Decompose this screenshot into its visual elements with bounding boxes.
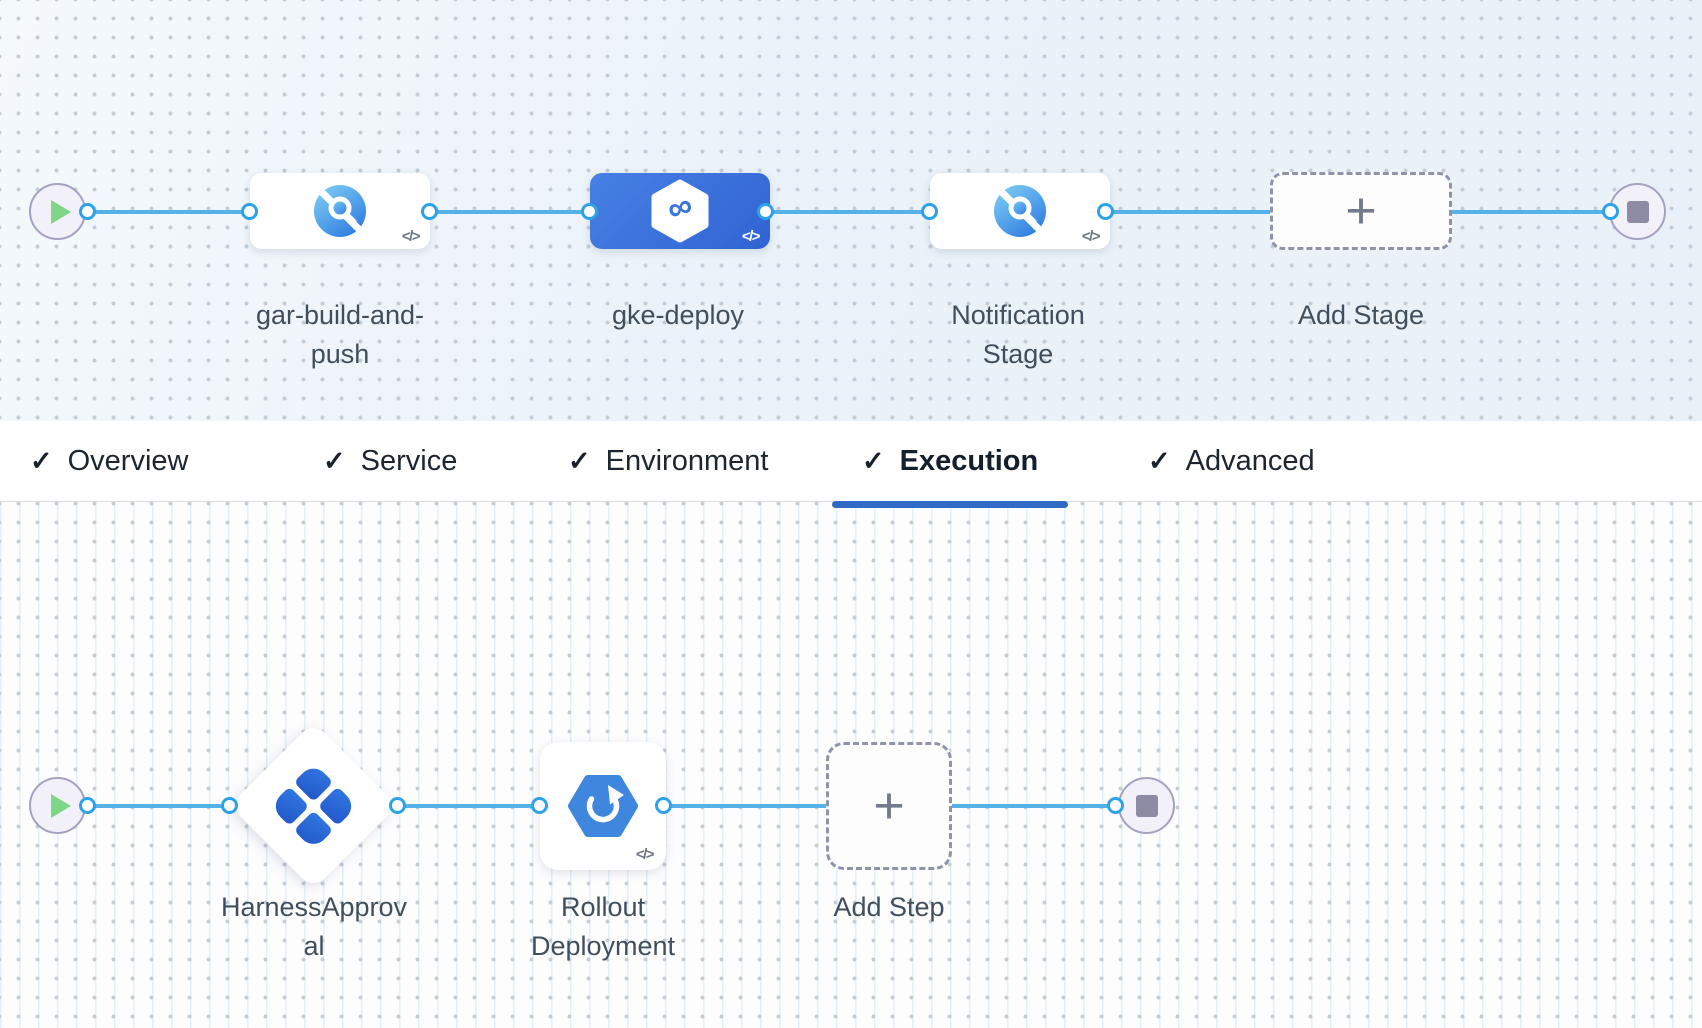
tab-environment[interactable]: ✓ Environment [538, 421, 798, 501]
execution-graph-section: </> + HarnessApproval Rollout Deployment… [0, 502, 1702, 1028]
tab-overview[interactable]: ✓ Overview [0, 421, 218, 501]
connector-port [241, 203, 258, 220]
tab-label: Overview [67, 444, 189, 477]
custom-stage-icon [994, 185, 1046, 237]
check-icon: ✓ [1148, 445, 1171, 476]
code-view-badge: </> [741, 228, 761, 245]
pipeline-start-node [29, 183, 86, 240]
tab-label: Service [360, 444, 458, 477]
code-view-badge: </> [635, 846, 655, 863]
connector-port [1107, 797, 1124, 814]
check-icon: ✓ [323, 445, 346, 476]
execution-start-node [29, 777, 86, 834]
step-harness-approval[interactable] [229, 721, 398, 890]
deploy-stage-icon: ∞ [651, 179, 709, 243]
stage-card-gar-build-and-push[interactable]: </> [250, 173, 430, 249]
play-icon [51, 793, 71, 818]
add-stage-button[interactable]: + [1270, 172, 1452, 250]
play-icon [51, 199, 71, 224]
stage-label: gar-build-and-push [255, 300, 425, 369]
connector-port [79, 797, 96, 814]
connector-port [655, 797, 672, 814]
connector-port [421, 203, 438, 220]
stage-card-notification-stage[interactable]: </> [930, 173, 1110, 249]
add-stage-label: Add Stage [1297, 300, 1425, 330]
connector-port [1097, 203, 1114, 220]
tab-advanced[interactable]: ✓ Advanced [1118, 421, 1345, 501]
execution-end-node [1118, 777, 1175, 834]
stage-card-gke-deploy[interactable]: ∞ </> [590, 173, 770, 249]
stage-label: gke-deploy [611, 300, 745, 330]
check-icon: ✓ [862, 445, 885, 476]
check-icon: ✓ [568, 445, 591, 476]
check-icon: ✓ [30, 445, 53, 476]
stage-label: Notification Stage [951, 300, 1085, 369]
connector-port [757, 203, 774, 220]
connector-port [389, 797, 406, 814]
tab-service[interactable]: ✓ Service [293, 421, 487, 501]
connector-port [531, 797, 548, 814]
code-view-badge: </> [1081, 228, 1101, 245]
tab-execution[interactable]: ✓ Execution [832, 421, 1069, 508]
plus-icon: + [873, 777, 905, 835]
connector-port [1602, 203, 1619, 220]
stop-icon [1626, 200, 1649, 223]
stage-graph-section: </> ∞ </> </> + [0, 0, 1702, 421]
tab-label: Advanced [1185, 444, 1315, 477]
plus-icon: + [1345, 182, 1377, 240]
connector-port [581, 203, 598, 220]
connector-port [921, 203, 938, 220]
active-tab-underline [832, 500, 1069, 508]
step-label: HarnessApproval [220, 892, 408, 961]
step-rollout-deployment[interactable]: </> [540, 742, 666, 870]
connector-port [221, 797, 238, 814]
stage-config-tabbar: ✓ Overview ✓ Service ✓ Environment ✓ Exe… [0, 421, 1702, 508]
approval-step-icon [269, 761, 358, 850]
step-label: Rollout Deployment [530, 892, 676, 961]
build-stage-icon [314, 185, 366, 237]
gke-rollout-icon [568, 775, 638, 837]
tab-label: Execution [899, 444, 1039, 477]
stage-connector-line [57, 210, 1638, 214]
add-step-label: Add Step [833, 892, 945, 922]
code-view-badge: </> [401, 228, 421, 245]
add-step-button[interactable]: + [826, 742, 952, 870]
tab-label: Environment [605, 444, 769, 477]
stop-icon [1135, 794, 1158, 817]
connector-port [79, 203, 96, 220]
